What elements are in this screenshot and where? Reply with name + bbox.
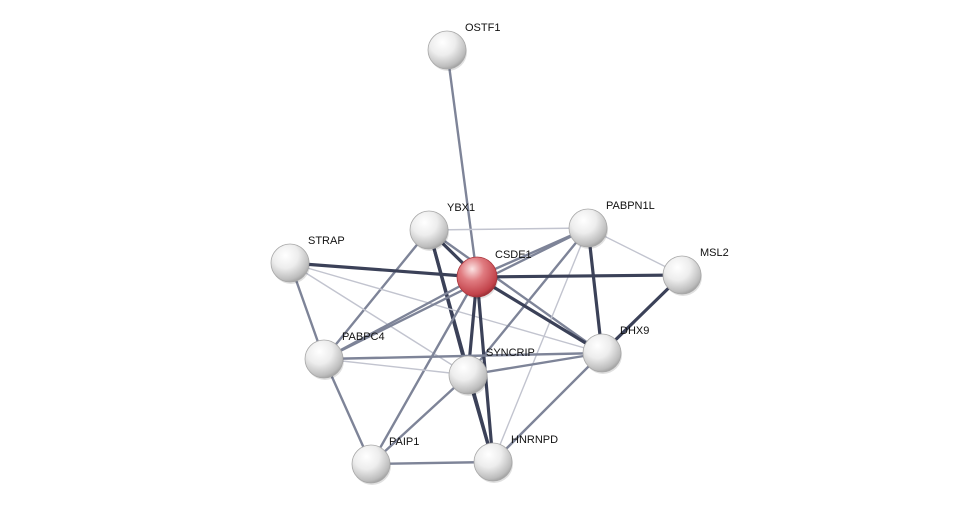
edge-ostf1-csde1[interactable] — [445, 48, 479, 279]
node-label-ostf1: OSTF1 — [465, 22, 500, 34]
node-label-hnrnpd: HNRNPD — [511, 434, 558, 446]
node-msl2[interactable]: MSL2 — [662, 247, 729, 296]
edge-pabpn1l-pabpc4[interactable] — [322, 226, 590, 361]
node-csde1[interactable]: CSDE1 — [456, 249, 532, 299]
edge-ybx1-pabpn1l[interactable] — [428, 227, 589, 231]
node-ball[interactable] — [351, 444, 391, 484]
node-label-dhx9: DHX9 — [620, 325, 649, 337]
node-ball[interactable] — [427, 30, 467, 70]
edge-syncrip-paip1[interactable] — [369, 373, 470, 466]
node-strap[interactable]: STRAP — [270, 235, 345, 284]
edge-syncrip-dhx9[interactable] — [466, 351, 604, 377]
edge-strap-csde1[interactable] — [288, 261, 479, 279]
node-label-strap: STRAP — [308, 235, 345, 247]
node-ball[interactable] — [409, 210, 449, 250]
node-pabpc4[interactable]: PABPC4 — [304, 331, 385, 380]
node-ball[interactable] — [582, 333, 622, 373]
edge-csde1-msl2[interactable] — [475, 273, 684, 279]
edge-pabpc4-syncrip[interactable] — [323, 358, 469, 376]
node-ball[interactable] — [662, 255, 702, 295]
edge-csde1-dhx9[interactable] — [475, 275, 604, 355]
edge-csde1-pabpc4[interactable] — [322, 275, 479, 361]
node-ball[interactable] — [473, 442, 513, 482]
query-node-ball[interactable] — [456, 256, 498, 298]
node-label-pabpn1l: PABPN1L — [606, 200, 655, 212]
node-pabpn1l[interactable]: PABPN1L — [568, 200, 655, 249]
edges-layer — [288, 48, 684, 466]
edge-dhx9-hnrnpd[interactable] — [491, 351, 604, 464]
node-label-msl2: MSL2 — [700, 247, 729, 259]
node-ball[interactable] — [304, 339, 344, 379]
node-paip1[interactable]: PAIP1 — [351, 436, 419, 485]
node-label-ybx1: YBX1 — [447, 202, 475, 214]
edge-paip1-hnrnpd[interactable] — [369, 460, 495, 466]
node-ostf1[interactable]: OSTF1 — [427, 22, 500, 71]
node-label-syncrip: SYNCRIP — [486, 347, 535, 359]
node-label-csde1: CSDE1 — [495, 249, 532, 261]
node-ybx1[interactable]: YBX1 — [409, 202, 475, 251]
edge-ybx1-pabpc4[interactable] — [322, 228, 431, 361]
edge-ybx1-dhx9[interactable] — [427, 228, 604, 355]
edge-strap-dhx9[interactable] — [289, 262, 603, 354]
node-dhx9[interactable]: DHX9 — [582, 325, 649, 374]
node-hnrnpd[interactable]: HNRNPD — [473, 434, 558, 483]
node-label-pabpc4: PABPC4 — [342, 331, 385, 343]
edge-pabpc4-dhx9[interactable] — [322, 351, 604, 361]
node-ball[interactable] — [568, 208, 608, 248]
node-syncrip[interactable]: SYNCRIP — [448, 347, 535, 396]
edge-pabpn1l-dhx9[interactable] — [586, 226, 604, 355]
edge-pabpn1l-syncrip[interactable] — [466, 226, 590, 377]
node-label-paip1: PAIP1 — [389, 436, 419, 448]
node-ball[interactable] — [270, 243, 310, 283]
node-ball[interactable] — [448, 355, 488, 395]
edge-pabpn1l-hnrnpd[interactable] — [492, 227, 589, 463]
